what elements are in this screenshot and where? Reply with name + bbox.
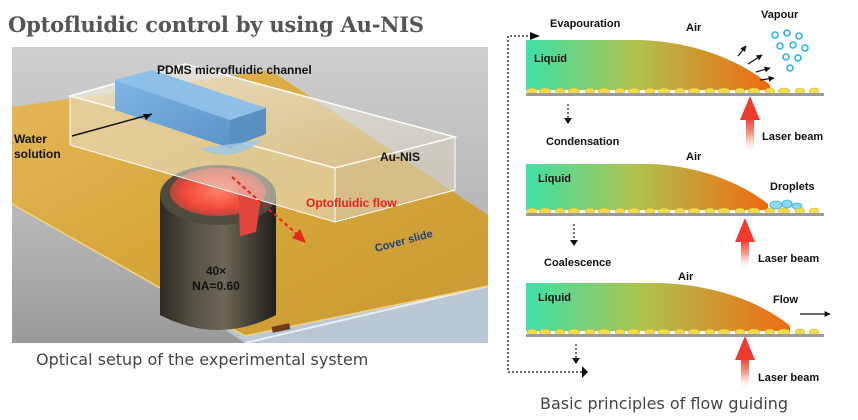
droplets-label: Droplets xyxy=(770,181,815,193)
liquid-label-2: Liquid xyxy=(538,173,571,185)
flow-label: Optofluidic flow xyxy=(306,196,397,210)
coalescence-label: Coalescence xyxy=(544,257,611,269)
nanoparticle-row-3 xyxy=(526,328,820,336)
nanoparticle-row-1 xyxy=(526,87,820,95)
liquid-label-3: Liquid xyxy=(538,292,571,304)
setup-illustration: PDMS microfluidic channel Water solution… xyxy=(11,47,489,344)
water-label-line2: solution xyxy=(14,147,61,161)
vapour-bubbles xyxy=(771,29,809,72)
objective-mag-label: 40× xyxy=(206,264,226,278)
slide-marker xyxy=(271,323,291,333)
droplets xyxy=(769,199,803,210)
liquid-layer-2 xyxy=(526,164,768,210)
laser-label-1: Laser beam xyxy=(762,131,823,143)
au-nis-label: Au-NIS xyxy=(380,150,420,164)
flow-result-label: Flow xyxy=(773,294,798,306)
laser-beam-arrow-3 xyxy=(735,336,755,388)
vapour-label: Vapour xyxy=(761,9,799,21)
vapour-arrows xyxy=(737,45,775,82)
evapouration-panel: Evapouration Air Vapour Liquid Laser xyxy=(526,9,824,152)
flow-arrow xyxy=(231,176,299,236)
air-label-2: Air xyxy=(686,151,702,163)
pdms-label: PDMS microfluidic channel xyxy=(157,63,312,77)
process-cycle-path xyxy=(507,35,582,373)
substrate-2 xyxy=(526,213,824,216)
liquid-layer-3 xyxy=(526,283,790,331)
coalescence-panel: Coalescence Air Liquid Flow Laser beam xyxy=(526,257,831,388)
substrate-3 xyxy=(526,334,824,337)
laser-beam-arrow-1 xyxy=(740,96,760,152)
air-label-1: Air xyxy=(686,22,702,34)
flow-caption: Basic principles of flow guiding xyxy=(540,394,789,413)
water-pointer xyxy=(71,113,153,137)
water-label-line1: Water xyxy=(14,132,47,146)
condensation-label: Condensation xyxy=(546,136,620,148)
objective-na-label: NA=0.60 xyxy=(192,279,240,293)
laser-label-3: Laser beam xyxy=(758,372,819,384)
setup-caption: Optical setup of the experimental system xyxy=(36,350,369,369)
slide-title: Optofluidic control by using Au-NIS xyxy=(8,12,424,37)
air-label-3: Air xyxy=(678,271,694,283)
condensation-panel: Condensation Air Liquid Droplets Laser b… xyxy=(526,136,824,268)
substrate-1 xyxy=(526,93,824,96)
liquid-label-1: Liquid xyxy=(534,53,567,65)
water-channel xyxy=(115,70,266,155)
laser-beam-arrow-2 xyxy=(735,218,755,268)
flow-principles-diagram: Evapouration Air Vapour Liquid Laser xyxy=(507,9,831,388)
nanoparticle-row-2 xyxy=(526,207,820,215)
laser-label-2: Laser beam xyxy=(758,253,819,265)
liquid-layer-1 xyxy=(526,40,770,90)
evapouration-label: Evapouration xyxy=(550,18,621,30)
